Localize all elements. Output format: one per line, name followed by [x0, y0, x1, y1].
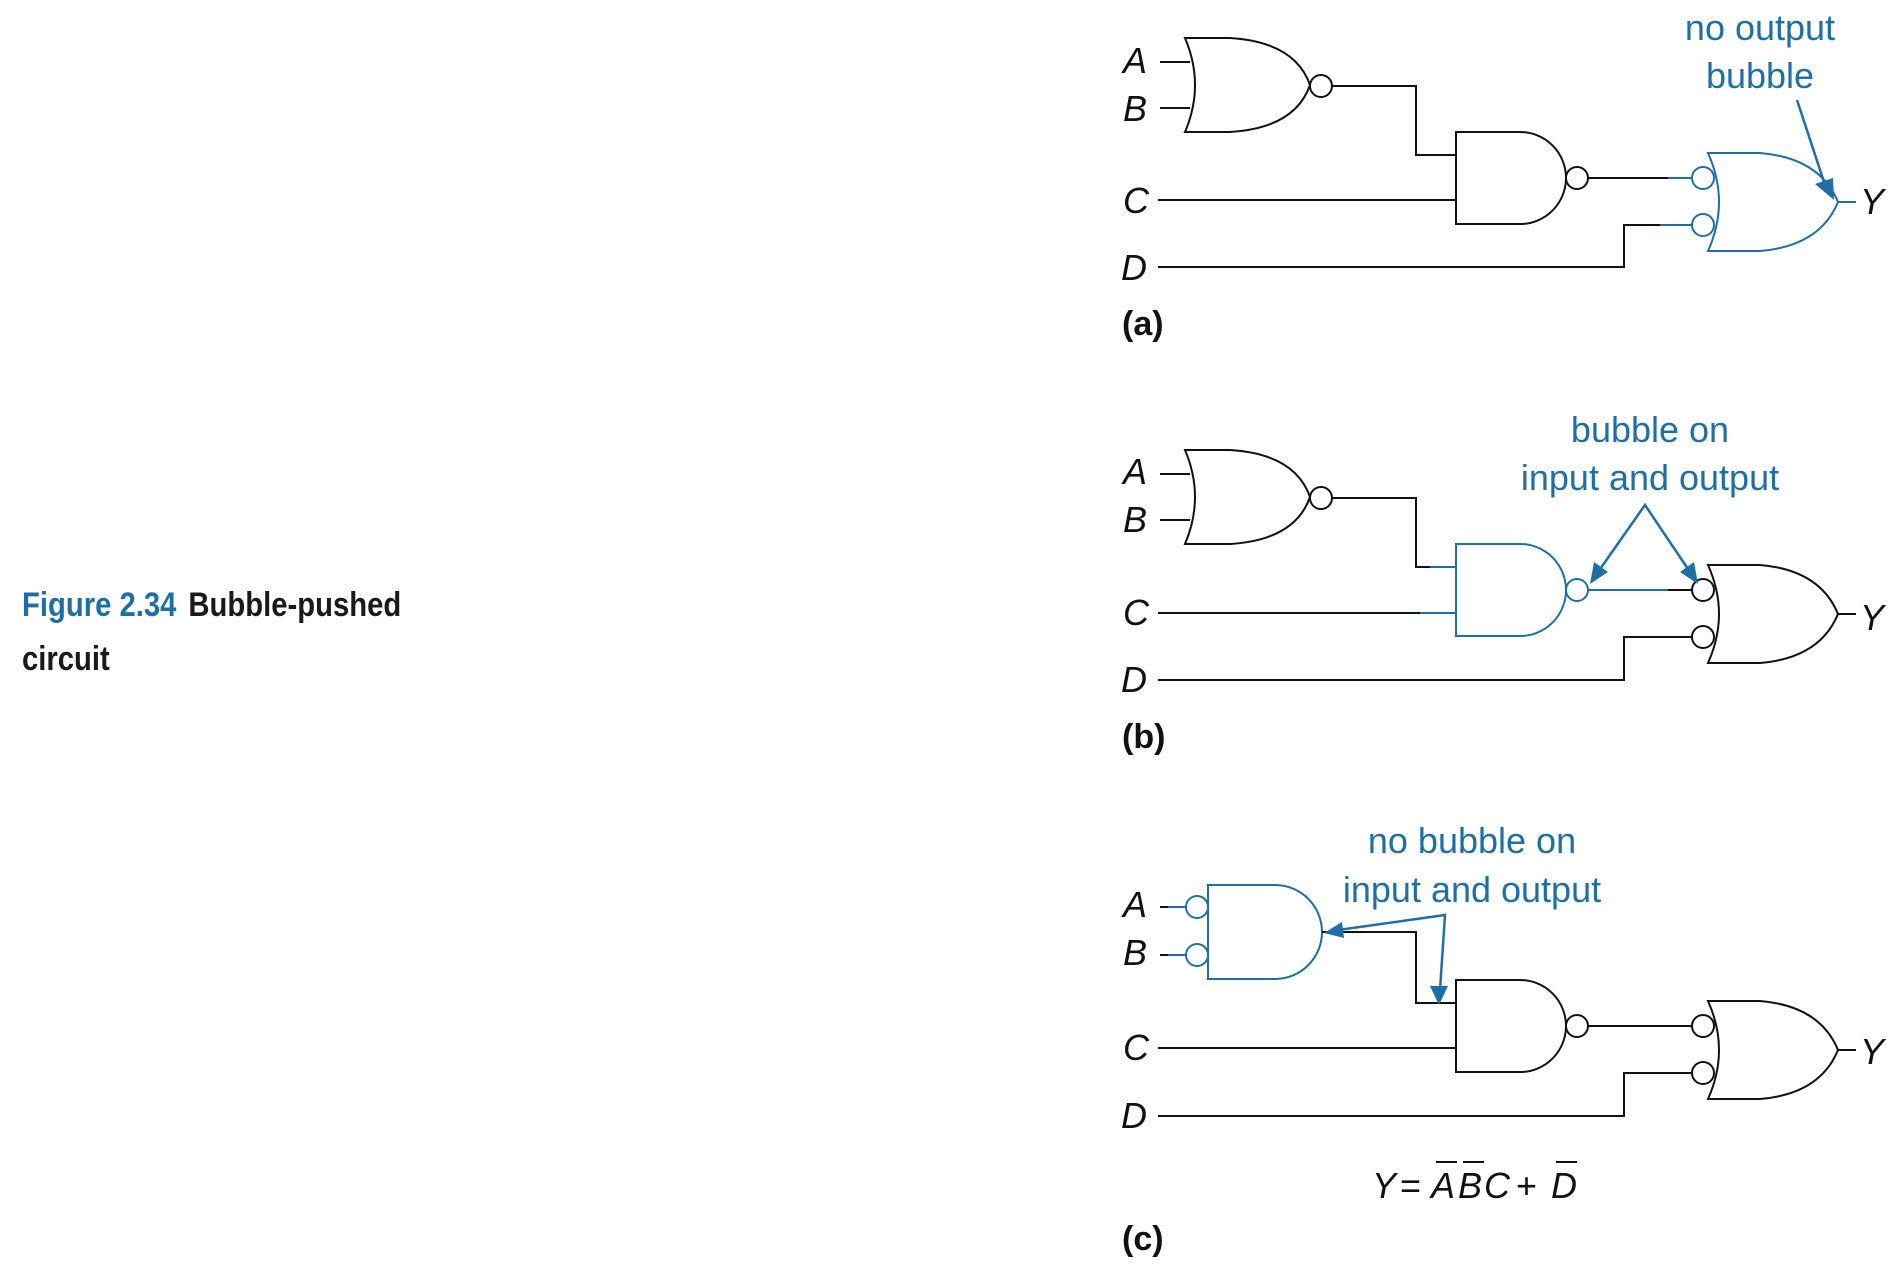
equation-term-c: C: [1484, 1165, 1511, 1206]
nand-output-bubble: [1565, 578, 1589, 602]
or-input-bubble-bottom: [1691, 625, 1715, 649]
nand-gate: [1455, 979, 1567, 1073]
figure-title-line2: circuit: [22, 640, 110, 678]
input-label-c: C: [1123, 1027, 1150, 1068]
annotation-arrow: [1337, 913, 1447, 991]
annotation-arrowhead-left: [1590, 562, 1608, 584]
input-label-b: B: [1123, 499, 1147, 540]
annotation-arrow: [1795, 99, 1827, 186]
nor-output-bubble: [1309, 74, 1333, 98]
nor-gate: [1183, 449, 1312, 545]
nand-output-bubble: [1565, 1014, 1589, 1038]
panel-label: (a): [1122, 305, 1164, 343]
or-gate: [1706, 152, 1840, 252]
nand-output-bubble: [1565, 166, 1589, 190]
and-gate: [1207, 884, 1323, 980]
wire-nor-to-nand: [1332, 497, 1430, 568]
wire-d: [1158, 224, 1680, 268]
output-label-y: Y: [1860, 597, 1887, 638]
figure-number: Figure 2.34: [22, 586, 177, 624]
equation-equals: =: [1400, 1165, 1421, 1206]
nor-gate: [1183, 37, 1312, 133]
input-label-d: D: [1121, 659, 1147, 700]
annotation-line1: no bubble on: [1368, 820, 1576, 861]
or-input-bubble-bottom: [1691, 213, 1715, 237]
panel-label: (c): [1122, 1220, 1164, 1258]
wire-and-to-nand: [1322, 931, 1456, 1004]
figure-caption: Figure 2.34 Bubble-pushed circuit: [22, 578, 469, 686]
equation-plus: +: [1516, 1165, 1537, 1206]
input-label-b: B: [1123, 88, 1147, 129]
equation-term-a: A: [1429, 1165, 1455, 1206]
input-label-a: A: [1121, 884, 1147, 925]
output-label-y: Y: [1860, 181, 1887, 222]
annotation-line1: no output: [1685, 7, 1835, 48]
and-input-bubble-a: [1185, 895, 1209, 919]
input-label-c: C: [1123, 180, 1150, 221]
equation: Y = A B C + D: [1372, 1161, 1577, 1206]
input-label-d: D: [1121, 1095, 1147, 1136]
annotation-line1: bubble on: [1571, 409, 1729, 450]
panel-b: A B C D Y (b) bubble on input and output: [1121, 409, 1887, 756]
input-label-b: B: [1123, 932, 1147, 973]
output-label-y: Y: [1860, 1031, 1887, 1072]
equation-lhs: Y: [1372, 1165, 1399, 1206]
annotation-arrowhead-down: [1430, 986, 1448, 1005]
panel-label: (b): [1122, 718, 1165, 756]
input-label-a: A: [1121, 40, 1147, 81]
or-gate: [1706, 1000, 1840, 1100]
wire-d: [1158, 1072, 1692, 1117]
or-input-bubble-bottom: [1691, 1061, 1715, 1085]
input-label-d: D: [1121, 247, 1147, 288]
equation-term-b: B: [1458, 1165, 1482, 1206]
panel-a: A B C D Y (a) no output bubble: [1121, 7, 1887, 343]
or-input-bubble-top: [1691, 166, 1715, 190]
wire-d: [1158, 636, 1692, 681]
input-label-c: C: [1123, 592, 1150, 633]
or-input-bubble-top: [1691, 578, 1715, 602]
nor-output-bubble: [1309, 486, 1333, 510]
and-input-bubble-b: [1185, 943, 1209, 967]
nand-gate: [1455, 131, 1567, 225]
annotation-arrow: [1596, 502, 1692, 573]
figure-title-line1: Bubble-pushed: [188, 586, 402, 624]
annotation-arrowhead: [1815, 178, 1834, 200]
annotation-line2: input and output: [1521, 457, 1779, 498]
or-input-bubble-top: [1691, 1014, 1715, 1038]
wire-nor-to-nand: [1332, 85, 1456, 156]
annotation-line2: bubble: [1706, 55, 1814, 96]
or-gate: [1706, 564, 1840, 664]
annotation-arrowhead-right: [1680, 562, 1698, 584]
annotation-arrowhead-left: [1324, 922, 1344, 938]
panel-c: A B C D Y (c) no bubble on input and out…: [1121, 820, 1887, 1258]
nand-gate: [1455, 543, 1567, 637]
input-label-a: A: [1121, 451, 1147, 492]
annotation-line2: input and output: [1343, 869, 1601, 910]
equation-term-d: D: [1551, 1165, 1577, 1206]
